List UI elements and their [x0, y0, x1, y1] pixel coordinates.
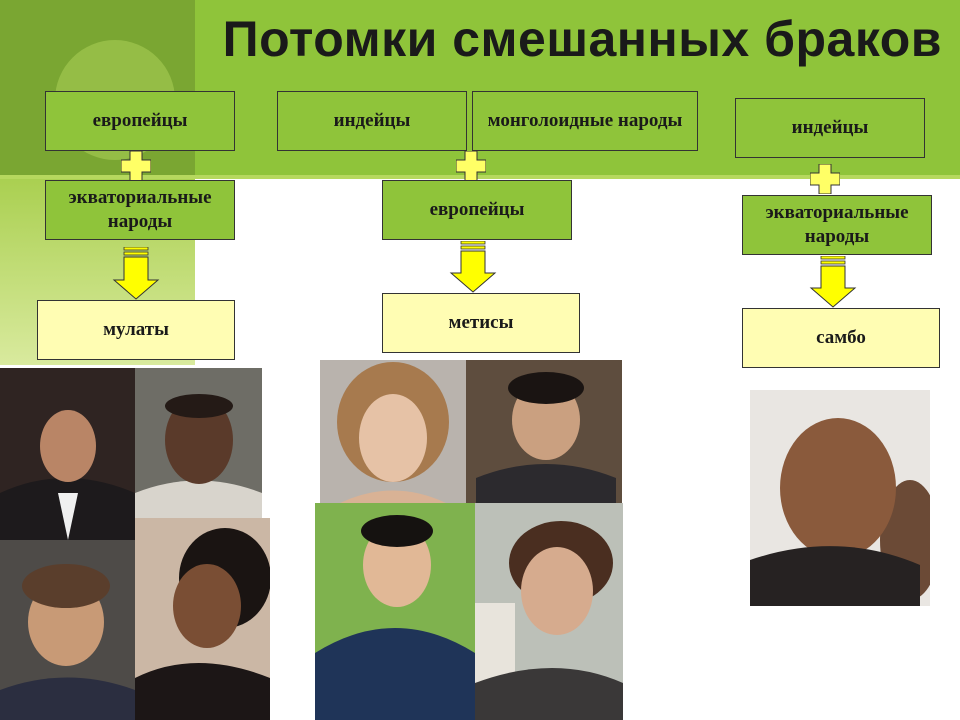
portrait-photo: [466, 360, 622, 503]
box-result-metis: метисы: [382, 293, 580, 353]
box-parent-equatorial-3: экваториальные народы: [742, 195, 932, 255]
plus-icon: [121, 151, 151, 181]
page-title: Потомки смешанных браков: [222, 11, 942, 67]
plus-icon: [456, 151, 486, 181]
box-parent-europeans-1: европейцы: [45, 91, 235, 151]
portrait-photo: [0, 368, 135, 540]
box-parent-mongoloid: монголоидные народы: [472, 91, 698, 151]
portrait-photo: [135, 518, 270, 720]
box-parent-europeans-2: европейцы: [382, 180, 572, 240]
down-arrow-icon: [809, 256, 857, 308]
portrait-photo: [320, 360, 466, 503]
box-parent-indians-2: индейцы: [277, 91, 467, 151]
portrait-photo: [315, 503, 475, 720]
box-result-sambo: самбо: [742, 308, 940, 368]
plus-icon: [810, 164, 840, 194]
down-arrow-icon: [112, 247, 160, 300]
header-stripe: [0, 175, 960, 179]
portrait-photo: [750, 390, 930, 606]
box-result-mulatto: мулаты: [37, 300, 235, 360]
box-parent-equatorial-1: экваториальные народы: [45, 180, 235, 240]
portrait-photo: [135, 368, 262, 518]
portrait-photo: [475, 503, 623, 720]
box-parent-indians-3: индейцы: [735, 98, 925, 158]
portrait-photo: [0, 540, 135, 720]
down-arrow-icon: [449, 241, 497, 293]
